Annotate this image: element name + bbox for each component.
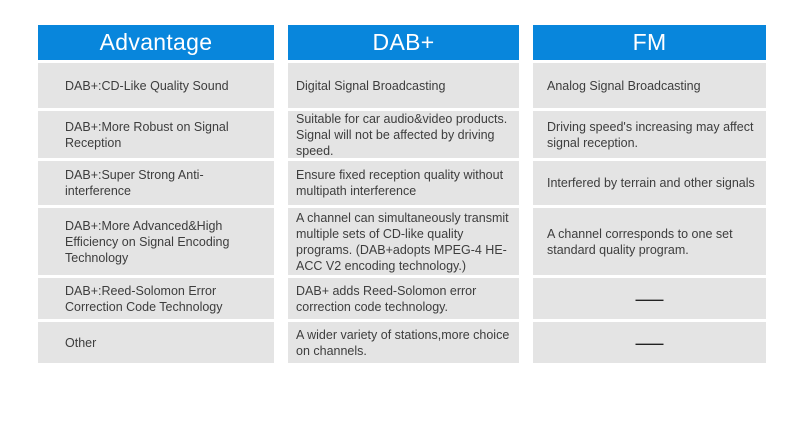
fm-cell-terrain-interference: Interfered by terrain and other signals [533,161,766,205]
advantage-cell-other: Other [38,322,274,363]
column-header-dab: DAB+ [288,25,519,60]
fm-cell-analog-broadcasting: Analog Signal Broadcasting [533,63,766,108]
advantage-cell-cd-quality: DAB+:CD-Like Quality Sound [38,63,274,108]
dab-cell-car-products: Suitable for car audio&video products. S… [288,111,519,158]
dab-cell-multi-program: A channel can simultaneously transmit mu… [288,208,519,275]
advantage-cell-anti-interference: DAB+:Super Strong Anti-interference [38,161,274,205]
dab-cell-station-variety: A wider variety of stations,more choice … [288,322,519,363]
advantage-cell-signal-reception: DAB+:More Robust on Signal Reception [38,111,274,158]
dab-cell-digital-broadcasting: Digital Signal Broadcasting [288,63,519,108]
fm-cell-em-dash-placeholder: —— [533,322,766,363]
advantage-cell-encoding-technology: DAB+:More Advanced&High Efficiency on Si… [38,208,274,275]
dab-vs-fm-comparison-table: Advantage DAB+ FM DAB+:CD-Like Quality S… [38,25,766,363]
column-header-fm: FM [533,25,766,60]
fm-cell-em-dash-placeholder: —— [533,278,766,319]
dab-cell-reed-solomon: DAB+ adds Reed-Solomon error correction … [288,278,519,319]
advantage-cell-error-correction: DAB+:Reed-Solomon Error Correction Code … [38,278,274,319]
dab-cell-fixed-reception: Ensure fixed reception quality without m… [288,161,519,205]
fm-cell-driving-speed: Driving speed's increasing may affect si… [533,111,766,158]
fm-cell-single-program: A channel corresponds to one set standar… [533,208,766,275]
column-header-advantage: Advantage [38,25,274,60]
